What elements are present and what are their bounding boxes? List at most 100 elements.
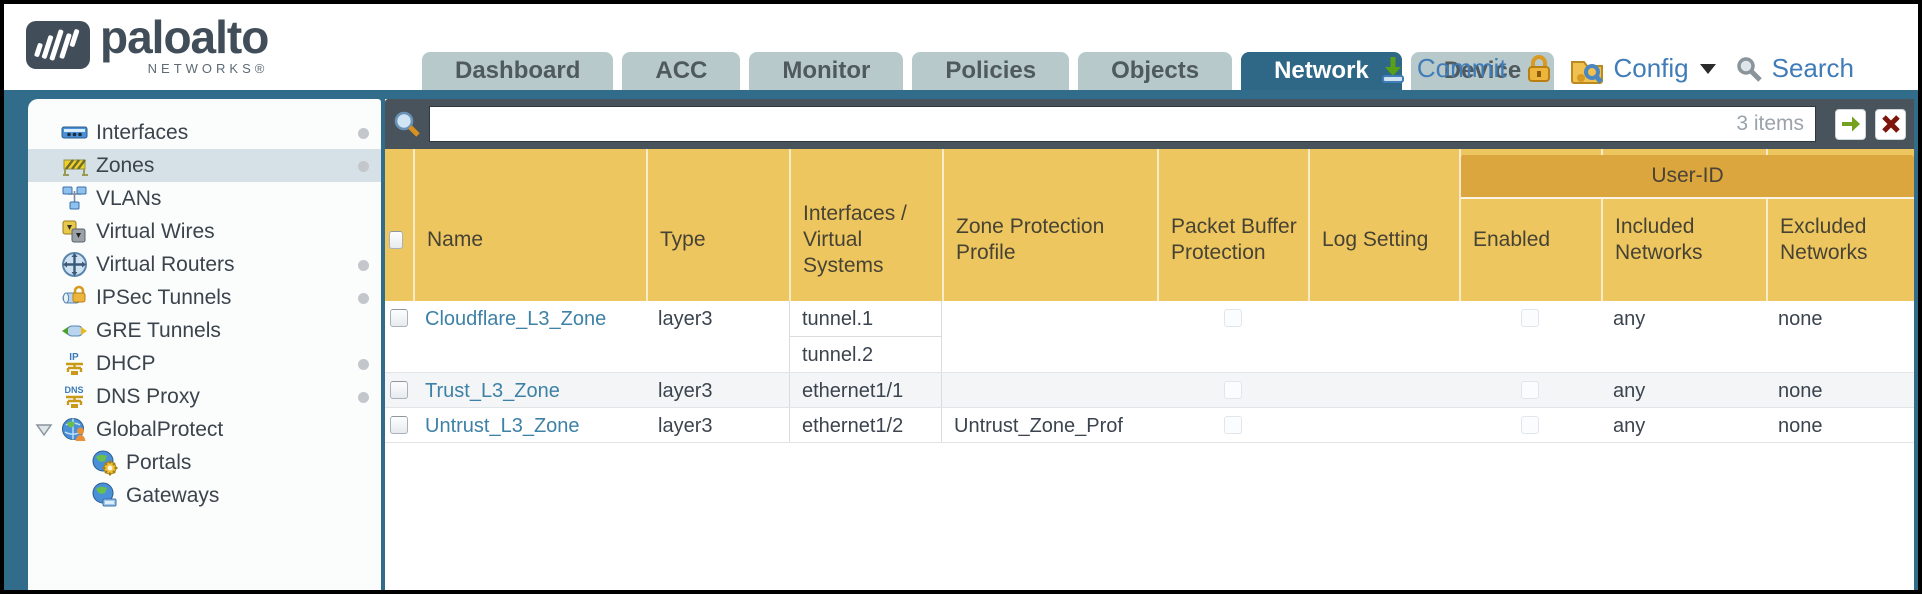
virtual-wires-icon: [61, 218, 88, 245]
interfaces-icon: [61, 119, 88, 146]
filter-search-icon[interactable]: [393, 110, 421, 138]
portals-icon: [91, 449, 118, 476]
sidebar-item-label: GRE Tunnels: [96, 318, 221, 342]
zone-name-link[interactable]: Trust_L3_Zone: [425, 380, 560, 402]
zones-table-header: Name Type Interfaces / Virtual Systems Z…: [385, 149, 1914, 301]
sidebar-item-label: GlobalProtect: [96, 417, 224, 441]
zone-name-link[interactable]: Untrust_L3_Zone: [425, 415, 580, 437]
brand-name: paloalto: [100, 11, 269, 63]
column-header-type[interactable]: Type: [646, 149, 789, 301]
sidebar-item-ipsec-tunnels[interactable]: IPSec Tunnels: [28, 281, 381, 314]
log-setting-cell: [1308, 408, 1459, 442]
interface-entry: ethernet1/1: [802, 380, 904, 402]
included-networks-cell: any: [1613, 308, 1646, 330]
sidebar-item-virtual-routers[interactable]: Virtual Routers: [28, 248, 381, 281]
zone-protection-profile-cell: Untrust_Zone_Prof: [954, 415, 1123, 437]
column-header-packet-buffer-protection[interactable]: Packet Buffer Protection: [1157, 149, 1308, 301]
packet-buffer-protection-cell: [1157, 373, 1308, 407]
sidebar-item-label: Interfaces: [96, 120, 189, 144]
included-networks-cell: any: [1613, 415, 1646, 437]
clear-filter-button[interactable]: [1875, 108, 1906, 140]
sidebar-item-globalprotect[interactable]: GlobalProtect: [28, 413, 381, 446]
packet-buffer-protection-checkbox[interactable]: [1223, 309, 1242, 327]
commit-button[interactable]: Commit: [1416, 53, 1507, 83]
expander-icon[interactable]: [35, 421, 53, 439]
sidebar-item-gateways[interactable]: Gateways: [28, 479, 381, 512]
sidebar-item-interfaces[interactable]: Interfaces: [28, 116, 381, 149]
filter-bar: 3 items: [385, 99, 1914, 149]
lock-icon: [1525, 54, 1553, 84]
brand-logo: paloalto NETWORKS®: [26, 11, 269, 75]
row-checkbox[interactable]: [390, 381, 408, 399]
zone-interfaces-cell: ethernet1/2: [789, 408, 942, 442]
tab-monitor[interactable]: Monitor: [749, 52, 904, 90]
zone-interfaces-cell: ethernet1/1: [789, 373, 942, 407]
tab-objects[interactable]: Objects: [1078, 52, 1233, 90]
user-id-enabled-checkbox[interactable]: [1521, 381, 1539, 399]
column-header-excluded-networks[interactable]: Excluded Networks: [1766, 149, 1914, 301]
network-sidebar: Interfaces Zones VLANs Virtual Wires Vir…: [28, 99, 381, 590]
tab-network[interactable]: Network: [1241, 52, 1402, 90]
user-id-enabled-cell: [1459, 373, 1601, 407]
packet-buffer-protection-checkbox[interactable]: [1223, 416, 1242, 434]
row-checkbox[interactable]: [390, 416, 408, 434]
svg-text:DNS: DNS: [64, 385, 83, 395]
search-button[interactable]: Search: [1771, 53, 1854, 83]
sidebar-item-portals[interactable]: Portals: [28, 446, 381, 479]
apply-filter-button[interactable]: [1835, 108, 1866, 140]
column-header-log-setting[interactable]: Log Setting: [1308, 149, 1459, 301]
zones-main-panel: 3 items Name Type Interfaces / Virtual S…: [385, 99, 1914, 590]
gre-tunnels-icon: [61, 317, 88, 344]
user-id-enabled-checkbox[interactable]: [1521, 416, 1539, 434]
topbar-actions: Commit Config Search: [1378, 53, 1854, 84]
paloalto-logo-icon: [26, 20, 90, 69]
column-header-interfaces[interactable]: Interfaces / Virtual Systems: [789, 149, 942, 301]
tab-acc[interactable]: ACC: [622, 52, 741, 90]
zone-name-link[interactable]: Cloudflare_L3_Zone: [425, 308, 607, 330]
table-row: Cloudflare_L3_Zone layer3 tunnel.1 tunne…: [385, 301, 1914, 373]
sidebar-item-vlans[interactable]: VLANs: [28, 182, 381, 215]
user-id-enabled-checkbox[interactable]: [1521, 309, 1539, 327]
dns-proxy-icon: DNS: [61, 383, 88, 410]
table-row: Untrust_L3_Zone layer3 ethernet1/2 Untru…: [385, 408, 1914, 443]
sidebar-item-label: Gateways: [126, 483, 220, 507]
sidebar-item-gre-tunnels[interactable]: GRE Tunnels: [28, 314, 381, 347]
vlans-icon: [61, 185, 88, 212]
column-header-name[interactable]: Name: [413, 149, 646, 301]
sidebar-item-dhcp[interactable]: IP DHCP: [28, 347, 381, 380]
filter-input[interactable]: [429, 106, 1816, 142]
sidebar-item-zones[interactable]: Zones: [28, 149, 381, 182]
interface-entry: tunnel.2: [802, 344, 874, 366]
zone-interfaces-cell: tunnel.1 tunnel.2: [789, 301, 942, 372]
status-dot: [358, 160, 369, 172]
tab-dashboard[interactable]: Dashboard: [422, 52, 614, 90]
sidebar-item-label: DNS Proxy: [96, 384, 200, 408]
items-count: 3 items: [1736, 112, 1804, 135]
log-setting-cell: [1308, 373, 1459, 407]
status-dot: [358, 259, 369, 271]
sidebar-item-dns-proxy[interactable]: DNS DNS Proxy: [28, 380, 381, 413]
column-header-included-networks[interactable]: Included Networks: [1601, 149, 1766, 301]
tab-policies[interactable]: Policies: [912, 52, 1070, 90]
main-nav-tabs: Dashboard ACC Monitor Policies Objects N…: [422, 52, 1563, 90]
sidebar-item-label: Portals: [126, 450, 192, 474]
status-dot: [358, 127, 369, 139]
zone-type-cell: layer3: [658, 415, 713, 437]
row-checkbox[interactable]: [390, 309, 408, 327]
status-dot: [358, 391, 369, 403]
search-icon: [1735, 55, 1763, 83]
packet-buffer-protection-checkbox[interactable]: [1223, 381, 1242, 399]
select-all-checkbox[interactable]: [389, 231, 403, 249]
commit-icon: [1378, 54, 1408, 84]
zone-type-cell: layer3: [658, 380, 713, 402]
sidebar-item-virtual-wires[interactable]: Virtual Wires: [28, 215, 381, 248]
column-header-enabled[interactable]: Enabled: [1459, 149, 1601, 301]
tab-device[interactable]: Device: [1410, 52, 1555, 90]
packet-buffer-protection-cell: [1157, 408, 1308, 442]
column-header-zone-protection-profile[interactable]: Zone Protection Profile: [942, 149, 1157, 301]
user-id-group-header: User-ID: [1459, 155, 1914, 199]
config-menu[interactable]: Config: [1613, 53, 1689, 83]
config-caret-icon[interactable]: [1699, 63, 1716, 74]
gateways-icon: [91, 482, 118, 509]
